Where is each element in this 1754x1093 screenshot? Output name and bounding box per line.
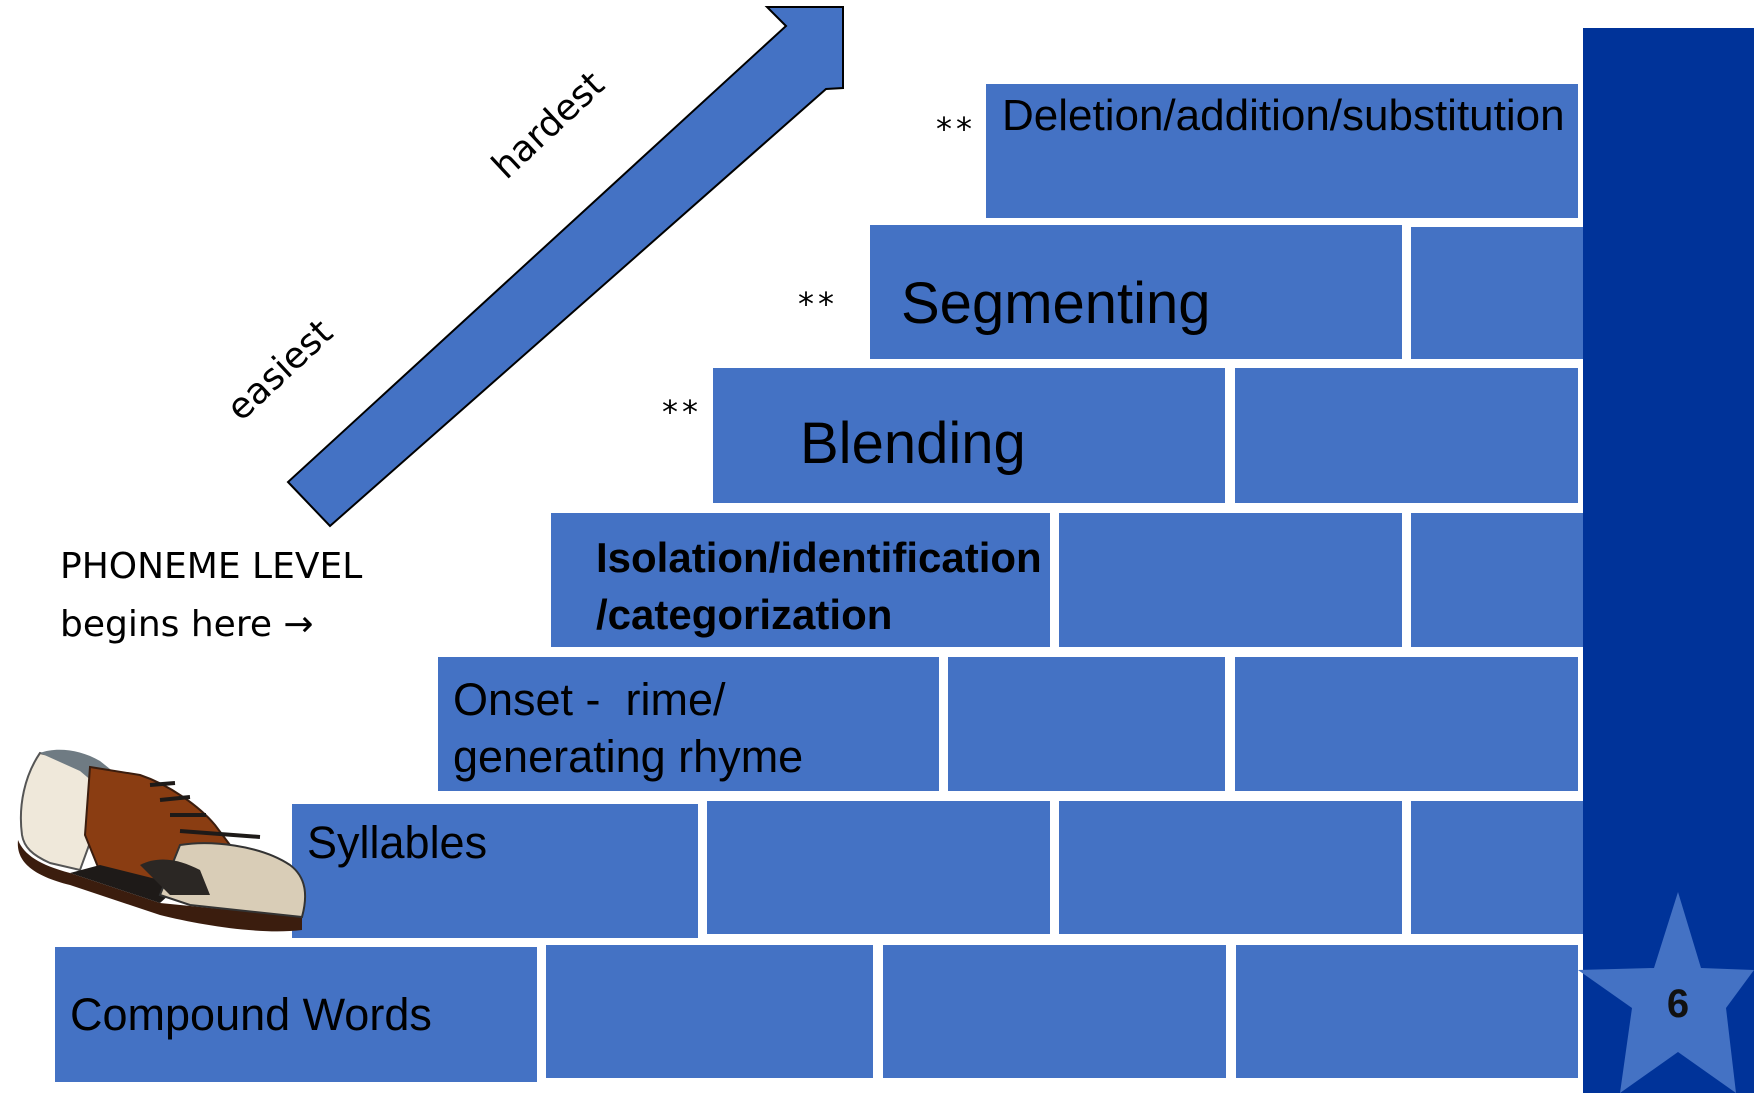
brick — [438, 657, 939, 791]
brick — [546, 945, 873, 1078]
marker-blending: ** — [662, 393, 702, 431]
brick — [55, 947, 537, 1082]
up-right-arrow-icon — [286, 6, 844, 528]
brick — [1411, 801, 1583, 934]
brick — [713, 368, 1225, 503]
brick — [1411, 513, 1583, 647]
phoneme-level-note: PHONEME LEVEL begins here → — [60, 538, 362, 654]
star-icon — [1578, 892, 1754, 1093]
step-label-isolation-line1: Isolation/identification — [596, 534, 1042, 581]
step-label-isolation: Isolation/identification /categorization — [596, 529, 1042, 643]
step-label-compound-words: Compound Words — [70, 989, 432, 1040]
step-label-syllables: Syllables — [307, 817, 488, 868]
saddle-shoe-icon — [17, 749, 307, 932]
step-label-deletion: Deletion/addition/substitution — [1002, 91, 1565, 140]
step-label-blending: Blending — [800, 411, 1026, 476]
brick — [948, 657, 1225, 791]
brick — [1235, 368, 1578, 503]
brick — [1059, 801, 1402, 934]
brick — [1059, 513, 1402, 647]
phoneme-level-line1: PHONEME LEVEL — [60, 546, 363, 587]
step-label-onset-rime: Onset - rime/ generating rhyme — [453, 671, 803, 785]
brick — [1236, 945, 1578, 1078]
step-label-isolation-line2: /categorization — [596, 591, 893, 638]
brick — [870, 225, 1402, 359]
brick — [883, 945, 1226, 1078]
phoneme-level-line2: begins here → — [60, 604, 314, 645]
brick — [1411, 227, 1583, 359]
slide-number: 6 — [1666, 982, 1690, 1026]
step-label-onset-line2: generating rhyme — [453, 731, 804, 782]
brick — [551, 513, 1050, 647]
step-label-segmenting: Segmenting — [901, 271, 1211, 336]
step-label-onset-line1: Onset - rime/ — [453, 674, 726, 725]
sidebar-panel — [1583, 28, 1754, 1093]
brick — [292, 804, 698, 938]
brick — [1235, 657, 1578, 791]
marker-deletion: ** — [936, 110, 976, 148]
marker-segmenting: ** — [798, 285, 838, 323]
brick — [986, 84, 1578, 218]
brick — [707, 801, 1050, 934]
